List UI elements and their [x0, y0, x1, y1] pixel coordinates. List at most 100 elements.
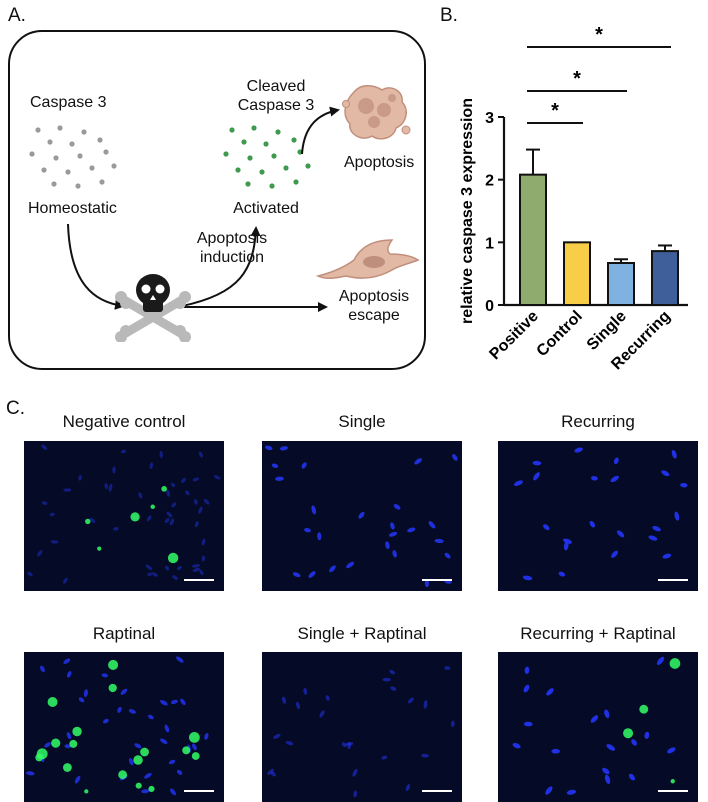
caspase-signal — [189, 732, 200, 743]
nucleus — [345, 742, 354, 746]
nucleus — [382, 677, 391, 682]
x-tick-label: Positive — [486, 308, 541, 363]
caspase-signal — [135, 782, 142, 789]
nucleus — [644, 731, 650, 739]
nucleus — [117, 706, 122, 713]
apoptotic-cell-icon — [342, 85, 411, 140]
nucleus — [145, 564, 153, 571]
nucleus — [656, 656, 665, 665]
caspase-signal — [85, 518, 91, 525]
nucleus — [452, 453, 458, 461]
bar-recurring — [651, 250, 679, 307]
nucleus — [176, 566, 182, 571]
x-tick-label: Control — [534, 308, 586, 360]
nucleus — [604, 709, 610, 719]
nucleus — [201, 555, 206, 562]
nucleus — [304, 527, 311, 533]
caspase-signal — [118, 770, 128, 780]
nucleus — [628, 773, 636, 781]
nucleus — [112, 466, 116, 474]
y-tick-label: 0 — [485, 298, 494, 315]
nucleus — [159, 450, 163, 459]
caspase-signal — [84, 789, 89, 794]
caspase-signal — [47, 697, 58, 708]
nucleus — [279, 446, 289, 451]
nucleus — [611, 550, 618, 558]
nucleus — [590, 476, 598, 481]
micrograph-single — [262, 441, 462, 591]
nucleus — [171, 502, 177, 508]
nucleus — [78, 697, 85, 703]
caspase-signal — [140, 747, 149, 757]
nucleus — [285, 741, 294, 746]
bar-positive — [519, 173, 547, 306]
nucleus — [128, 758, 134, 766]
nucleus — [424, 579, 429, 588]
active-caspase-dot — [223, 151, 229, 157]
nucleus — [311, 505, 317, 515]
nucleus — [358, 511, 365, 519]
nucleus — [166, 511, 173, 518]
nucleus — [407, 527, 416, 533]
caspase-signal — [108, 683, 117, 693]
nucleus — [407, 697, 414, 704]
nucleus — [41, 501, 48, 505]
nucleus — [63, 577, 68, 584]
nucleus — [674, 511, 680, 521]
nucleus — [451, 720, 455, 727]
active-caspase-dot — [247, 155, 253, 161]
nucleus — [194, 521, 199, 528]
nucleus — [273, 733, 281, 739]
nucleus — [523, 721, 533, 727]
nucleus — [652, 525, 661, 532]
induction-label-line2: induction — [199, 249, 265, 266]
nucleus — [546, 688, 554, 696]
micrograph-recurring-raptinal — [498, 652, 698, 802]
nucleus — [104, 483, 109, 490]
inactive-caspase-dot — [65, 169, 71, 175]
arrow-induction-to-activated — [181, 226, 261, 307]
nucleus — [27, 571, 33, 577]
caspase-signal — [51, 738, 61, 748]
nucleus — [301, 462, 307, 469]
nucleus — [606, 744, 616, 751]
caspase-signal — [167, 552, 179, 564]
nucleus — [563, 540, 569, 551]
nucleus — [533, 472, 540, 481]
nucleus — [164, 565, 170, 571]
inactive-caspase-dot — [41, 167, 47, 173]
nucleus — [214, 475, 221, 480]
micro-title-single-raptinal: Single + Raptinal — [297, 624, 427, 643]
caspase-signal — [69, 739, 78, 748]
inactive-caspase-dots — [29, 125, 117, 189]
caspase-signal — [72, 726, 82, 737]
nucleus — [199, 569, 204, 576]
nucleus — [296, 701, 301, 710]
micrograph-raptinal — [24, 652, 224, 802]
nucleus — [128, 709, 136, 714]
nucleus — [405, 784, 411, 791]
scale-bar — [422, 790, 452, 792]
nucleus — [602, 767, 610, 775]
nucleus — [166, 489, 171, 497]
nucleus — [64, 744, 71, 749]
nucleus — [164, 518, 170, 523]
nucleus — [102, 718, 109, 724]
nucleus — [317, 532, 322, 541]
homeostatic-label: Homeostatic — [28, 200, 117, 217]
active-caspase-dot — [241, 139, 247, 145]
active-caspase-dot — [263, 141, 269, 147]
micrograph-negative-control — [24, 441, 224, 591]
nucleus — [113, 527, 119, 531]
micro-title-recurring-raptinal: Recurring + Raptinal — [520, 624, 676, 643]
schematic-frame — [8, 30, 426, 370]
nucleus — [37, 550, 43, 557]
inactive-caspase-dot — [47, 139, 53, 145]
apoptosis-label: Apoptosis — [344, 154, 415, 171]
nucleus — [444, 666, 451, 670]
nucleus — [146, 515, 152, 522]
nucleus — [120, 449, 127, 454]
active-caspase-dot — [271, 153, 277, 159]
nucleus — [392, 550, 397, 558]
nucleus — [26, 771, 35, 776]
